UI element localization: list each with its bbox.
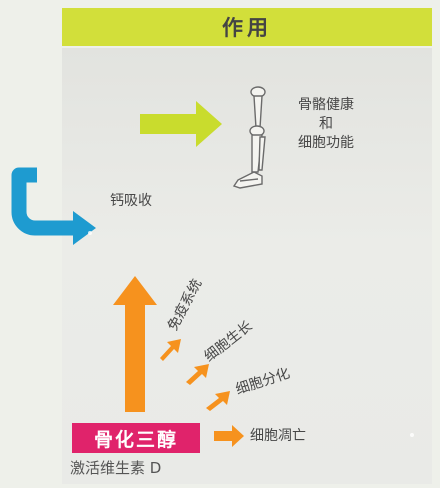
- apoptosis-label: 细胞凋亡: [250, 428, 306, 444]
- calcitriol-badge: 骨化三醇: [72, 423, 200, 453]
- bone-illustration: [232, 86, 266, 189]
- orange-up-arrow: [113, 276, 157, 412]
- orange-arrow-growth: [186, 364, 209, 385]
- bone-health-label: 骨骼健康 和 细胞功能: [298, 97, 354, 151]
- lime-arrow: [140, 101, 222, 147]
- header-title: 作用: [222, 16, 272, 40]
- orange-arrow-apoptosis: [214, 425, 244, 447]
- orange-arrow-immune: [160, 339, 181, 361]
- content-panel: [62, 48, 432, 484]
- blue-arrowhead: [73, 211, 96, 245]
- subtitle: 激活维生素 D: [70, 459, 162, 477]
- header-bar: 作用: [62, 8, 432, 46]
- orange-arrow-diff: [206, 391, 230, 411]
- calcium-label: 钙吸收: [110, 193, 152, 209]
- blue-curve-arrow: [11, 167, 76, 236]
